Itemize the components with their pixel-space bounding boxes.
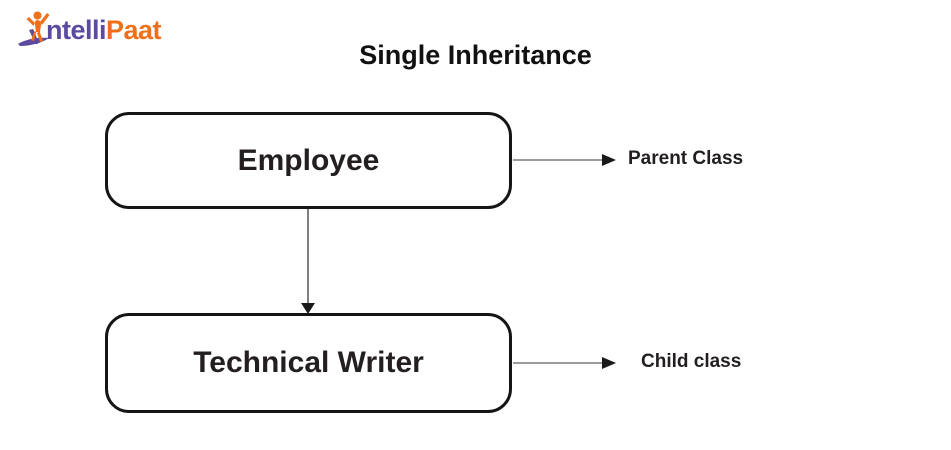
diagram-title: Single Inheritance: [359, 40, 592, 70]
intellipaat-logo: ntelliPaat: [16, 6, 162, 54]
edge-parent-to-child: [301, 209, 315, 314]
annotation-child-class: Child class: [641, 351, 742, 372]
surfer-figure-icon: [18, 11, 50, 46]
edge-child-to-annotation: [513, 357, 616, 369]
edge-parent-to-annotation: [513, 154, 616, 166]
logo-wordmark: ntelliPaat: [46, 15, 162, 45]
node-label-parent: Employee: [237, 143, 380, 177]
node-label-child: Technical Writer: [193, 346, 424, 379]
logo-text-paat: Paat: [106, 15, 162, 45]
node-box-child: Technical Writer: [105, 313, 512, 413]
node-box-parent: Employee: [105, 112, 512, 209]
logo-text-intelli: ntelli: [46, 15, 107, 45]
annotation-parent-class: Parent Class: [628, 148, 744, 169]
